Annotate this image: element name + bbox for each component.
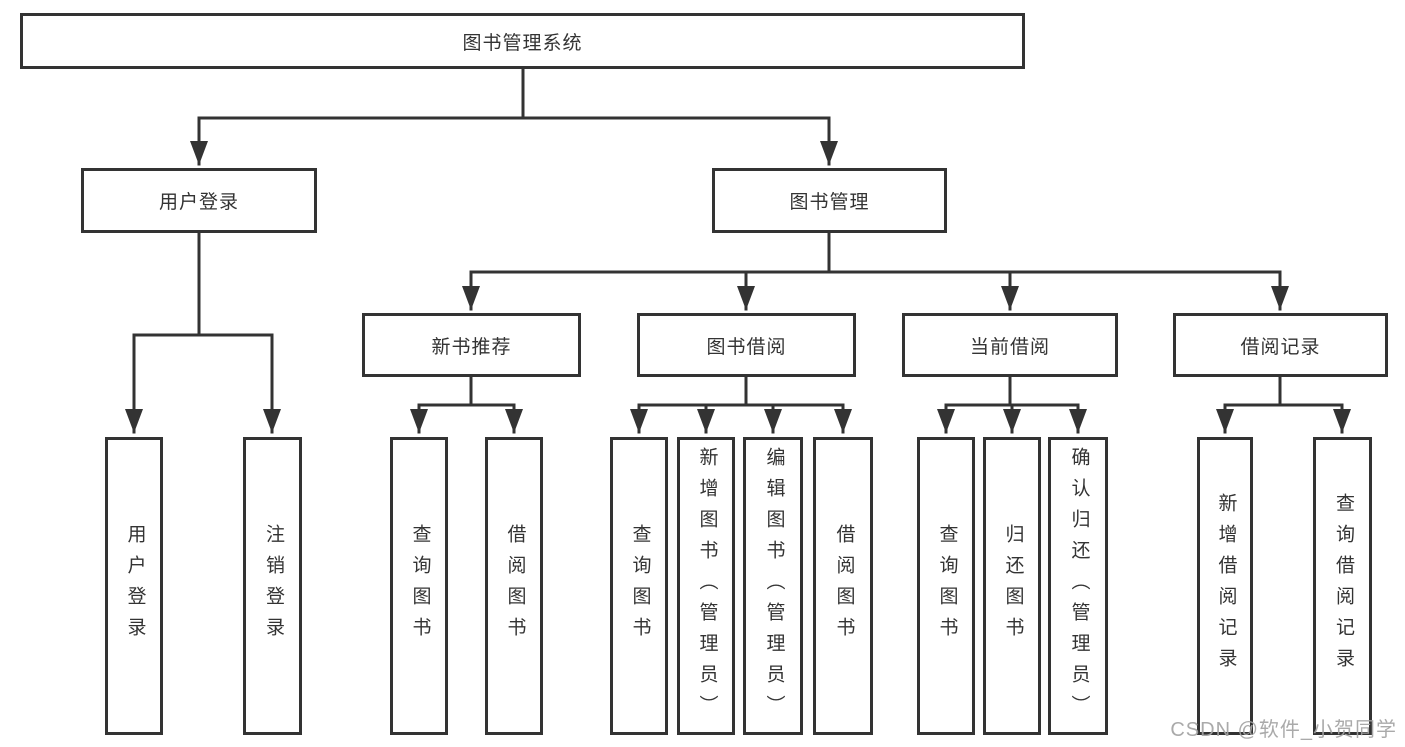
leaf-borrow-books-borrowing: 借阅图书 xyxy=(813,437,873,735)
leaf-query-borrow-record: 查询借阅记录 xyxy=(1313,437,1372,735)
leaf-query-books-borrowing-label: 查询图书 xyxy=(629,524,651,648)
leaf-query-borrow-record-label: 查询借阅记录 xyxy=(1332,493,1354,679)
node-current-borrowing: 当前借阅 xyxy=(902,313,1118,377)
leaf-logout: 注销登录 xyxy=(243,437,302,735)
leaf-query-books-current: 查询图书 xyxy=(917,437,975,735)
node-borrowing-records: 借阅记录 xyxy=(1173,313,1388,377)
csdn-watermark: CSDN @软件_小贺同学 xyxy=(1170,719,1397,741)
leaf-edit-books-admin: 编辑图书（管理员） xyxy=(743,437,803,735)
node-new-book-recommend: 新书推荐 xyxy=(362,313,581,377)
leaf-query-books-current-label: 查询图书 xyxy=(936,524,958,648)
leaf-borrow-books-recommend-label: 借阅图书 xyxy=(504,524,526,648)
node-root: 图书管理系统 xyxy=(20,13,1025,69)
leaf-query-books-recommend-label: 查询图书 xyxy=(409,524,431,648)
node-borrowing-records-label: 借阅记录 xyxy=(1240,336,1321,358)
leaf-borrow-books-recommend: 借阅图书 xyxy=(485,437,543,735)
node-user-login-label: 用户登录 xyxy=(158,192,239,213)
leaf-add-borrow-record: 新增借阅记录 xyxy=(1197,437,1253,735)
node-book-borrowing: 图书借阅 xyxy=(637,313,856,377)
leaf-add-borrow-record-label: 新增借阅记录 xyxy=(1215,493,1237,679)
leaf-edit-books-admin-label: 编辑图书（管理员） xyxy=(763,446,785,726)
node-new-book-recommend-label: 新书推荐 xyxy=(431,336,512,358)
leaf-user-login-label: 用户登录 xyxy=(124,524,146,648)
leaf-query-books-borrowing: 查询图书 xyxy=(610,437,668,735)
node-book-borrowing-label: 图书借阅 xyxy=(706,336,787,358)
node-root-label: 图书管理系统 xyxy=(462,32,583,54)
leaf-logout-label: 注销登录 xyxy=(262,524,284,648)
leaf-confirm-return-admin-label: 确认归还（管理员） xyxy=(1068,446,1090,726)
leaf-return-books: 归还图书 xyxy=(983,437,1041,735)
node-book-management: 图书管理 xyxy=(712,168,947,233)
leaf-query-books-recommend: 查询图书 xyxy=(390,437,448,735)
leaf-borrow-books-borrowing-label: 借阅图书 xyxy=(833,524,855,648)
leaf-return-books-label: 归还图书 xyxy=(1002,524,1024,648)
node-current-borrowing-label: 当前借阅 xyxy=(969,336,1050,358)
leaf-user-login: 用户登录 xyxy=(105,437,163,735)
leaf-add-books-admin: 新增图书（管理员） xyxy=(677,437,735,735)
leaf-confirm-return-admin: 确认归还（管理员） xyxy=(1048,437,1108,735)
node-book-management-label: 图书管理 xyxy=(789,192,870,213)
leaf-add-books-admin-label: 新增图书（管理员） xyxy=(696,446,718,726)
node-user-login: 用户登录 xyxy=(81,168,317,233)
